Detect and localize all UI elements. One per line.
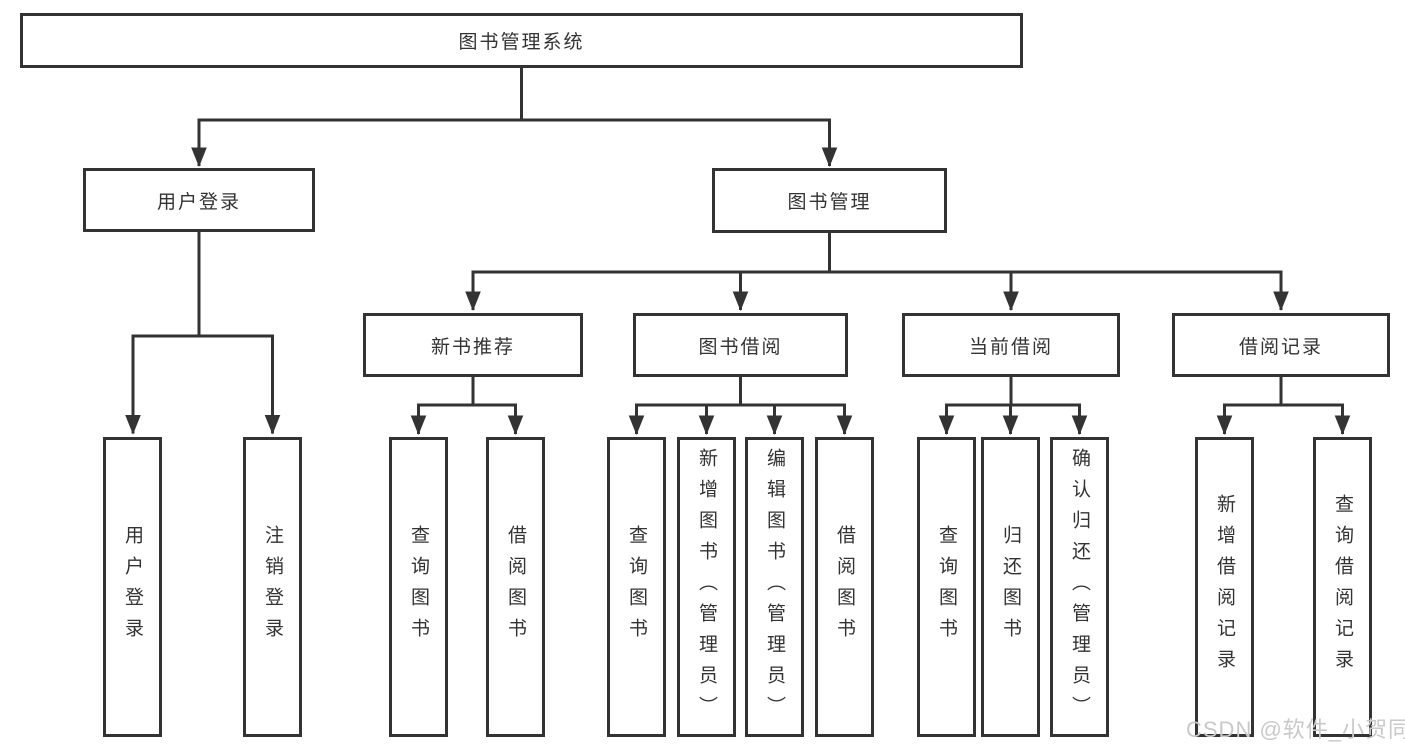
node-borrow-query-books: 查询图书 bbox=[607, 437, 666, 737]
node-book-borrow-label: 图书借阅 bbox=[698, 336, 783, 358]
node-user-login: 用户登录 bbox=[83, 168, 315, 232]
connector-management-to-groups bbox=[465, 270, 1289, 311]
connector-current-children bbox=[938, 403, 1088, 435]
node-borrow-edit-books-admin: 编辑图书（管理员） bbox=[745, 437, 804, 737]
node-leaf-user-login-label: 用户登录 bbox=[122, 525, 143, 649]
node-borrow-edit-books-admin-label: 编辑图书（管理员） bbox=[764, 447, 785, 727]
node-current-confirm-return-admin: 确认归还（管理员） bbox=[1050, 437, 1109, 737]
node-records-add-record: 新增借阅记录 bbox=[1195, 437, 1254, 737]
node-book-borrow: 图书借阅 bbox=[633, 313, 848, 377]
node-borrow-borrow-books-label: 借阅图书 bbox=[834, 525, 855, 649]
node-leaf-user-login: 用户登录 bbox=[103, 437, 162, 737]
node-recommend-borrow-books-label: 借阅图书 bbox=[505, 525, 526, 649]
node-current-query-books-label: 查询图书 bbox=[936, 525, 957, 649]
connector-login-children bbox=[125, 334, 281, 435]
node-current-borrow-label: 当前借阅 bbox=[968, 336, 1053, 358]
node-book-management-label: 图书管理 bbox=[787, 192, 872, 213]
node-recommend-borrow-books: 借阅图书 bbox=[486, 437, 545, 737]
node-recommend-query-books: 查询图书 bbox=[389, 437, 448, 737]
node-borrow-query-books-label: 查询图书 bbox=[626, 525, 647, 649]
node-borrow-add-books-admin: 新增图书（管理员） bbox=[677, 437, 736, 737]
node-new-book-recommend: 新书推荐 bbox=[363, 313, 583, 377]
node-leaf-logout: 注销登录 bbox=[243, 437, 302, 737]
node-borrow-add-books-admin-label: 新增图书（管理员） bbox=[696, 447, 717, 727]
node-current-confirm-return-admin-label: 确认归还（管理员） bbox=[1069, 447, 1090, 727]
connector-recommend-children bbox=[410, 403, 524, 435]
node-new-book-recommend-label: 新书推荐 bbox=[430, 336, 515, 358]
node-book-management: 图书管理 bbox=[712, 168, 947, 233]
node-current-borrow: 当前借阅 bbox=[902, 313, 1120, 377]
node-records-query-record: 查询借阅记录 bbox=[1313, 437, 1372, 737]
node-root: 图书管理系统 bbox=[20, 13, 1023, 68]
connector-root-to-level2 bbox=[191, 118, 838, 167]
node-current-return-books-label: 归还图书 bbox=[1000, 525, 1021, 649]
node-borrow-borrow-books: 借阅图书 bbox=[815, 437, 874, 737]
node-borrow-records-label: 借阅记录 bbox=[1238, 336, 1323, 358]
connector-records-children bbox=[1216, 403, 1351, 435]
node-records-query-record-label: 查询借阅记录 bbox=[1332, 494, 1353, 680]
node-current-return-books: 归还图书 bbox=[981, 437, 1040, 737]
watermark: CSDN @软件_小贺同学 bbox=[1186, 717, 1405, 742]
node-user-login-label: 用户登录 bbox=[156, 191, 241, 213]
connector-borrow-children bbox=[628, 403, 853, 435]
node-borrow-records: 借阅记录 bbox=[1172, 313, 1390, 377]
node-current-query-books: 查询图书 bbox=[917, 437, 976, 737]
node-records-add-record-label: 新增借阅记录 bbox=[1214, 494, 1235, 680]
node-leaf-logout-label: 注销登录 bbox=[262, 525, 283, 649]
node-root-label: 图书管理系统 bbox=[458, 32, 585, 53]
node-recommend-query-books-label: 查询图书 bbox=[408, 525, 429, 649]
